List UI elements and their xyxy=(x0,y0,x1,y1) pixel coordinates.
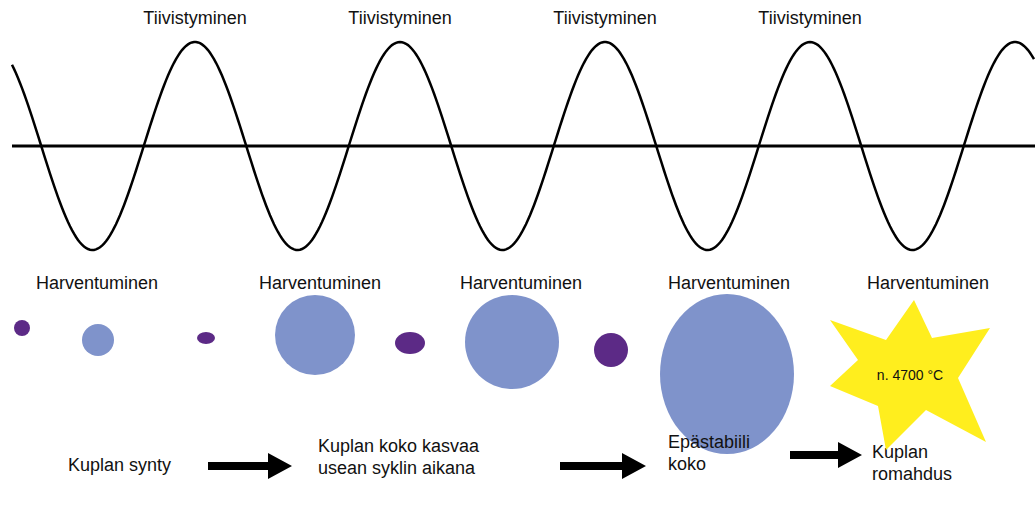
step-label: Kuplan koko kasvaa usean syklin aikana xyxy=(318,436,503,479)
bubble xyxy=(395,332,425,354)
temperature-label: n. 4700 °C xyxy=(877,367,943,383)
bubble xyxy=(14,320,30,336)
axis-line xyxy=(12,145,1035,148)
rarefaction-label: Harventuminen xyxy=(12,273,182,295)
rarefaction-label: Harventuminen xyxy=(436,273,606,295)
block-arrow xyxy=(560,453,646,479)
bubble xyxy=(275,295,355,375)
compression-label: Tiivistyminen xyxy=(125,8,265,30)
bubble xyxy=(594,333,628,367)
sound-wave xyxy=(12,42,1034,250)
step-label: Kuplan synty xyxy=(68,455,208,477)
star-burst: n. 4700 °C xyxy=(828,298,992,452)
rarefaction-label: Harventuminen xyxy=(235,273,405,295)
step-label: Epästabiili koko xyxy=(668,432,778,475)
block-arrow xyxy=(790,442,862,468)
star-outline xyxy=(830,300,990,450)
block-arrow xyxy=(208,453,292,479)
bubble xyxy=(197,332,215,344)
bubble xyxy=(660,294,794,454)
compression-label: Tiivistyminen xyxy=(535,8,675,30)
compression-label: Tiivistyminen xyxy=(330,8,470,30)
compression-label: Tiivistyminen xyxy=(740,8,880,30)
bubble xyxy=(465,295,559,389)
rarefaction-label: Harventuminen xyxy=(843,273,1013,295)
rarefaction-label: Harventuminen xyxy=(644,273,814,295)
bubble xyxy=(82,324,114,356)
